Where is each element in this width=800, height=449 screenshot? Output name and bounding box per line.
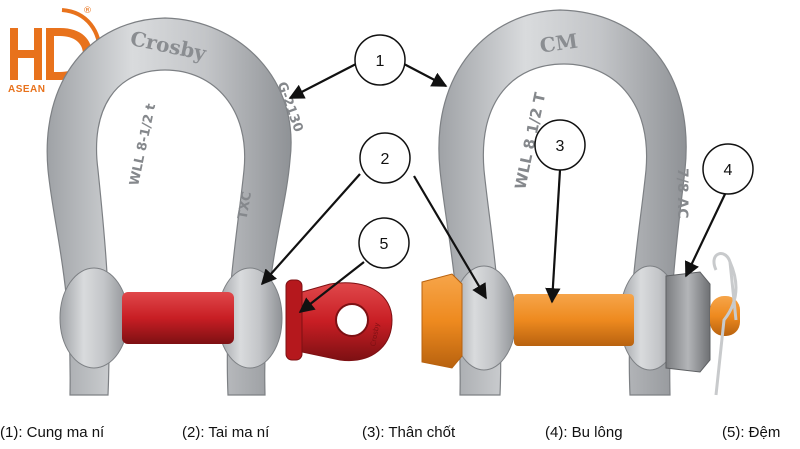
left-shackle: Crosby WLL 8-1/2 t G-2130 TXC Crosby — [46, 17, 393, 396]
leader-3 — [545, 169, 562, 304]
legend-item-4: (4): Bu lông — [545, 424, 623, 441]
callout-2: 2 — [359, 132, 411, 184]
leader-4 — [685, 191, 727, 278]
right-bolt-head — [421, 273, 463, 369]
legend-item-1: (1): Cung ma ní — [0, 424, 105, 441]
legend-item-2: (2): Tai ma ní — [182, 424, 270, 441]
right-orange-pin — [514, 294, 634, 346]
registered-mark: ® — [83, 6, 92, 16]
right-engraving-lower: 7/8 AC — [674, 168, 690, 219]
leader-5 — [298, 261, 365, 313]
leader-1-left — [288, 63, 357, 99]
right-nut — [665, 271, 711, 373]
right-cotter-pin — [712, 252, 738, 396]
callout-5-label: 5 — [380, 236, 389, 253]
leader-lines — [260, 63, 727, 313]
legend: (1): Cung ma ní (2): Tai ma ní (3): Thân… — [0, 424, 800, 446]
callout-2-label: 2 — [381, 151, 390, 168]
left-engraving-side: WLL 8-1/2 t — [127, 102, 159, 187]
leader-2-left — [260, 173, 361, 286]
logo-word: ASEAN — [8, 84, 46, 95]
leader-2-right — [413, 175, 487, 300]
callout-4-label: 4 — [724, 162, 733, 179]
leader-1-right — [403, 63, 448, 87]
callout-3-label: 3 — [556, 138, 565, 155]
left-shackle-ear-left — [59, 267, 129, 369]
legend-item-5: (5): Đệm — [722, 424, 781, 441]
right-shackle: CM WLL 8 1/2 T 7/8 AC — [421, 9, 740, 396]
callout-4: 4 — [702, 143, 754, 195]
callout-1-label: 1 — [376, 53, 385, 70]
right-engraving-top: CM — [538, 29, 579, 58]
callout-3: 3 — [534, 119, 586, 171]
legend-item-3: (3): Thân chốt — [362, 424, 456, 441]
left-engraving-lower: TXC — [235, 190, 255, 220]
left-red-pin — [122, 292, 234, 344]
left-pin-washer — [285, 279, 303, 361]
callout-5: 5 — [358, 217, 410, 269]
callout-1: 1 — [354, 34, 406, 86]
